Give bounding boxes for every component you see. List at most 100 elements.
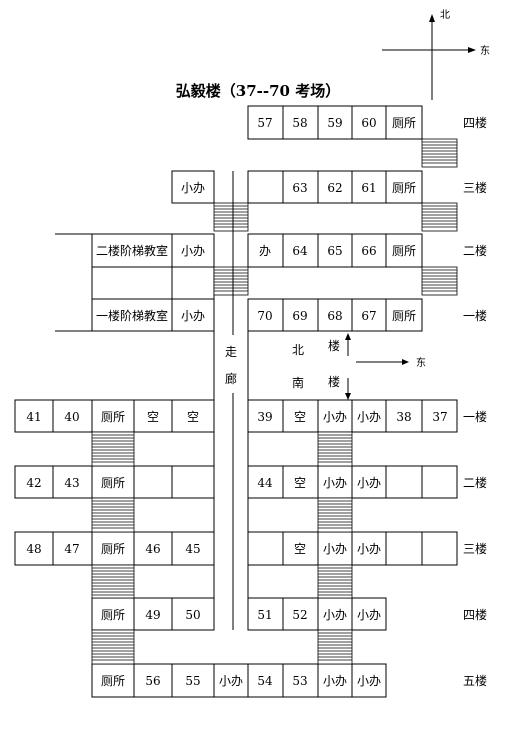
room-61: 61 [361, 181, 376, 195]
empty-room: 空 [294, 410, 306, 424]
small-office: 小办 [181, 308, 205, 323]
south-arrow-icon [345, 393, 351, 400]
corridor-label: 廊 [225, 371, 237, 386]
north-stairs [213, 138, 458, 296]
room-55: 55 [185, 674, 200, 688]
south-row-2f: 42 43 厕所 44 空 小办 小办 二楼 [14, 465, 487, 499]
north-row-1f: 一楼阶梯教室 小办 70 69 68 67 厕所 一楼 [55, 298, 487, 332]
room-45: 45 [185, 542, 200, 556]
floor-label: 三楼 [463, 541, 487, 556]
floor-label: 四楼 [463, 607, 487, 622]
small-office: 小办 [323, 673, 347, 688]
floor-label: 一楼 [463, 308, 487, 323]
room-70: 70 [257, 309, 272, 323]
north-row-4f: 57 58 59 60 厕所 四楼 [247, 105, 487, 140]
page-title: 弘毅楼（37--70 考场） [176, 82, 340, 100]
lecture-hall-1f: 一楼阶梯教室 [96, 308, 168, 323]
room-69: 69 [292, 309, 307, 323]
south-building: 41 40 厕所 空 空 39 空 小办 小办 38 37 一楼 42 [14, 399, 487, 698]
south-row-4f: 厕所 49 50 51 52 小办 小办 四楼 [91, 597, 487, 631]
room-68: 68 [327, 309, 342, 323]
restroom: 厕所 [101, 410, 125, 424]
building-labels: 北 楼 南 楼 东 [292, 333, 426, 400]
floor-label: 四楼 [463, 115, 487, 130]
room-39: 39 [257, 410, 272, 424]
floor-label: 五楼 [463, 673, 487, 688]
room-47: 47 [64, 542, 79, 556]
room-60: 60 [361, 116, 376, 130]
room-38: 38 [396, 410, 411, 424]
small-office: 小办 [357, 673, 381, 688]
room-46: 46 [145, 542, 160, 556]
north-arrow-icon [345, 333, 351, 340]
room-41: 41 [26, 410, 41, 424]
floor-label: 三楼 [463, 180, 487, 195]
north-building-label: 北 [292, 343, 304, 357]
room-54: 54 [257, 674, 273, 688]
small-office: 小办 [181, 243, 205, 258]
floor-label: 一楼 [463, 409, 487, 424]
restroom: 厕所 [392, 244, 416, 258]
south-row-3f: 48 47 厕所 46 45 空 小办 小办 三楼 [14, 531, 487, 566]
compass: 北 东 [382, 9, 490, 100]
empty-room: 空 [294, 542, 306, 556]
room-53: 53 [292, 674, 307, 688]
small-office: 小办 [219, 673, 243, 688]
room-57: 57 [257, 116, 272, 130]
office: 办 [259, 243, 271, 258]
south-row-5f: 厕所 56 55 小办 54 53 小办 小办 五楼 [91, 663, 487, 698]
restroom: 厕所 [392, 116, 416, 130]
empty-room: 空 [187, 410, 199, 424]
restroom: 厕所 [392, 181, 416, 195]
small-office: 小办 [323, 541, 347, 556]
room-51: 51 [257, 608, 272, 622]
room-37: 37 [432, 410, 447, 424]
small-office: 小办 [357, 607, 381, 622]
room-64: 64 [292, 244, 308, 258]
small-office: 小办 [357, 541, 381, 556]
south-building-label: 楼 [328, 374, 340, 389]
room-58: 58 [292, 116, 307, 130]
small-office: 小办 [181, 180, 205, 195]
room-48: 48 [26, 542, 41, 556]
restroom: 厕所 [101, 674, 125, 688]
empty-room: 空 [147, 410, 159, 424]
room-63: 63 [292, 181, 307, 195]
south-stairs [91, 431, 353, 665]
small-office: 小办 [323, 409, 347, 424]
room-59: 59 [327, 116, 342, 130]
south-building-label: 南 [292, 375, 304, 390]
north-building-label: 楼 [328, 338, 340, 353]
corridor-label: 走 [225, 345, 237, 359]
east-label: 东 [416, 356, 426, 369]
compass-east-label: 东 [480, 44, 490, 57]
room-66: 66 [361, 244, 376, 258]
stair-hatching [92, 141, 457, 661]
room-49: 49 [145, 608, 160, 622]
restroom: 厕所 [101, 608, 125, 622]
room-50: 50 [185, 608, 200, 622]
east-arrow-icon [402, 359, 409, 365]
north-building: 57 58 59 60 厕所 四楼 小办 63 62 61 厕所 三楼 [55, 105, 487, 332]
floor-label: 二楼 [463, 243, 487, 258]
lecture-hall-2f: 二楼阶梯教室 [96, 243, 168, 258]
room-67: 67 [361, 309, 376, 323]
room-40: 40 [64, 410, 79, 424]
room-42: 42 [26, 476, 41, 490]
room-62: 62 [327, 181, 342, 195]
floor-label: 二楼 [463, 475, 487, 490]
small-office: 小办 [357, 475, 381, 490]
north-gap-row [91, 266, 422, 300]
north-row-3f: 小办 63 62 61 厕所 三楼 [171, 170, 487, 204]
south-row-1f: 41 40 厕所 空 空 39 空 小办 小办 38 37 一楼 [14, 399, 487, 433]
empty-room: 空 [294, 476, 306, 490]
room-56: 56 [145, 674, 160, 688]
room-65: 65 [327, 244, 342, 258]
restroom: 厕所 [392, 309, 416, 323]
restroom: 厕所 [101, 476, 125, 490]
small-office: 小办 [357, 409, 381, 424]
room-44: 44 [257, 476, 273, 490]
corridor: 走 廊 [213, 171, 249, 630]
small-office: 小办 [323, 475, 347, 490]
